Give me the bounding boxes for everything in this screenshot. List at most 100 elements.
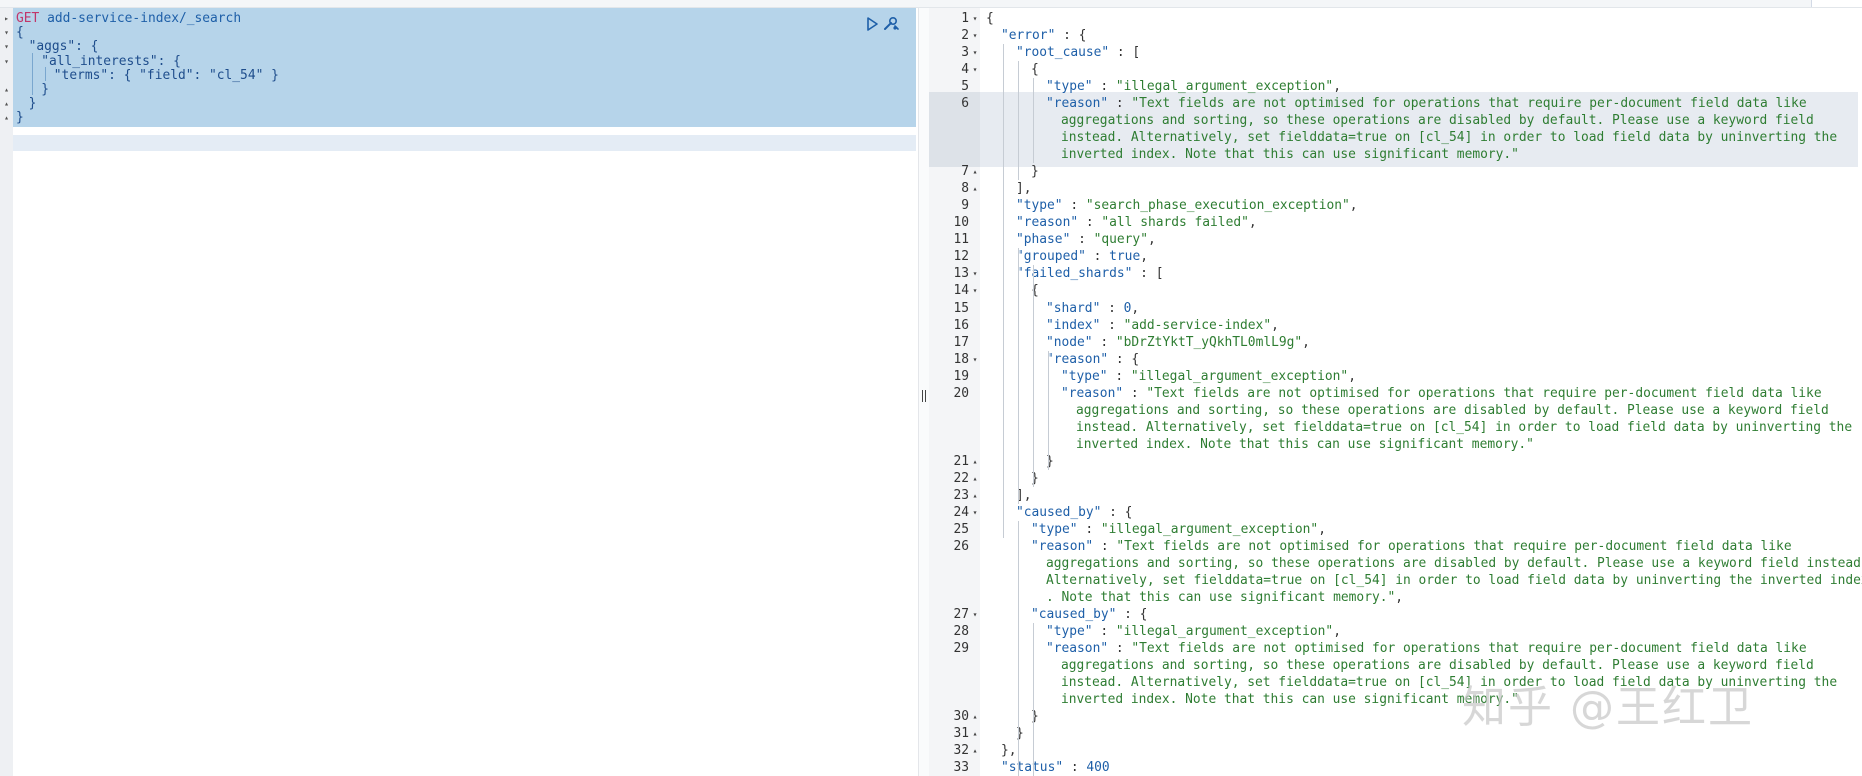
line-number: 9 xyxy=(961,198,969,214)
token-str: "Text fields are not optimised for opera… xyxy=(1131,96,1807,112)
fold-toggle-icon[interactable]: ▾ xyxy=(4,28,9,38)
response-line: "caused_by" : { xyxy=(1031,606,1147,623)
token-str: instead. Alternatively, set fielddata=tr… xyxy=(1061,130,1838,146)
token-str: "add-service-index" xyxy=(1123,317,1272,333)
fold-toggle-icon[interactable]: ▾ xyxy=(972,286,978,296)
token-pun: , xyxy=(1140,249,1148,265)
token-str: "Text fields are not optimised for opera… xyxy=(1116,538,1792,554)
token-pun: , xyxy=(1147,232,1156,248)
request-cursor-line xyxy=(13,135,916,151)
token-pun: : xyxy=(1100,317,1124,333)
response-line: "type" : "illegal_argument_exception", xyxy=(1061,368,1356,385)
token-pun: : xyxy=(1092,624,1116,640)
token-str: inverted index. Note that this can use s… xyxy=(1076,436,1534,452)
fold-toggle-icon[interactable]: ▾ xyxy=(972,31,978,41)
response-line: "reason" : "Text fields are not optimise… xyxy=(1046,640,1807,657)
line-number: 15 xyxy=(953,300,969,316)
indent-guide xyxy=(1003,44,1004,538)
line-number: 33 xyxy=(953,760,969,776)
token-str: instead. Alternatively, set fielddata=tr… xyxy=(1061,675,1838,691)
indent-guide xyxy=(1033,78,1034,164)
play-icon[interactable] xyxy=(864,16,880,32)
line-number: 21 xyxy=(953,453,969,469)
fold-toggle-icon[interactable]: ▴ xyxy=(972,167,978,177)
line-number: 11 xyxy=(953,232,969,248)
request-line-text: "aggs": { xyxy=(28,39,99,55)
watermark: 知乎 @王红卫 xyxy=(1462,682,1754,733)
request-line[interactable]: ▴} xyxy=(0,95,918,112)
request-editor[interactable]: ▸GET add-service-index/_search▾{▾"aggs":… xyxy=(0,8,918,776)
token-pun: ], xyxy=(1016,487,1032,503)
fold-toggle-icon[interactable]: ▴ xyxy=(4,113,9,123)
fold-toggle-icon[interactable]: ▾ xyxy=(972,14,978,23)
fold-toggle-icon[interactable]: ▾ xyxy=(972,610,978,620)
token-pun: : xyxy=(1092,79,1116,95)
request-line[interactable]: ▴} xyxy=(0,81,918,98)
token-pun: , xyxy=(1318,521,1326,537)
token-key: "failed_shards" xyxy=(1016,266,1133,282)
fold-toggle-icon[interactable]: ▴ xyxy=(972,746,978,756)
token-key: "grouped" xyxy=(1016,249,1086,265)
indent-guide xyxy=(45,66,46,81)
token-key: "caused_by" xyxy=(1031,607,1117,623)
response-line: { xyxy=(986,10,994,27)
token-pun: , xyxy=(1333,79,1341,95)
request-line[interactable]: ▴} xyxy=(0,109,918,126)
fold-toggle-icon[interactable]: ▾ xyxy=(972,269,978,279)
indent-guide xyxy=(32,52,33,96)
response-line: "reason" : "Text fields are not optimise… xyxy=(1046,95,1807,112)
request-selection xyxy=(13,8,916,127)
line-number: 32 xyxy=(953,743,969,759)
response-line: "reason" : "all shards failed", xyxy=(1016,214,1257,231)
fold-toggle-icon[interactable]: ▴ xyxy=(972,456,978,466)
response-line: "status" : 400 xyxy=(1001,759,1110,776)
response-line: }, xyxy=(1001,742,1017,759)
token-key: "reason" xyxy=(1046,641,1109,657)
indent-guide xyxy=(1033,265,1034,487)
request-line[interactable]: "terms": { "field": "cl_54" } xyxy=(0,67,918,84)
fold-toggle-icon[interactable]: ▸ xyxy=(4,14,9,23)
resizer-grip-icon[interactable] xyxy=(922,390,926,402)
fold-toggle-icon[interactable]: ▴ xyxy=(972,473,978,483)
fold-toggle-icon[interactable]: ▴ xyxy=(972,729,978,739)
request-line[interactable]: ▸GET add-service-index/_search xyxy=(0,10,918,27)
response-line: "root_cause" : [ xyxy=(1016,44,1140,61)
token-str: aggregations and sorting, so these opera… xyxy=(1061,113,1814,129)
request-line-text: "terms": { "field": "cl_54" } xyxy=(53,67,279,83)
token-str: "bDrZtYktT_yQkhTL0mlL9g" xyxy=(1115,334,1303,350)
response-line: inverted index. Note that this can use s… xyxy=(1061,691,1519,708)
wrench-icon[interactable] xyxy=(882,16,900,32)
fold-toggle-icon[interactable]: ▴ xyxy=(972,712,978,722)
token-str: . Note that this can use significant mem… xyxy=(1046,590,1396,606)
line-number: 6 xyxy=(961,96,969,112)
response-line: } xyxy=(1031,708,1039,725)
fold-toggle-icon[interactable]: ▴ xyxy=(972,184,978,194)
request-line[interactable]: ▾{ xyxy=(0,24,918,41)
line-number: 10 xyxy=(953,215,969,231)
token-str: inverted index. Note that this can use s… xyxy=(1061,692,1519,708)
token-str: "all shards failed" xyxy=(1101,215,1249,231)
request-line[interactable]: ▾ "aggs": { xyxy=(0,38,918,55)
token-pun: : xyxy=(1107,368,1131,384)
token-pun: : xyxy=(1100,300,1124,316)
line-number: 17 xyxy=(953,334,969,350)
token-pun: : { xyxy=(1101,504,1133,520)
response-line: aggregations and sorting, so these opera… xyxy=(1061,112,1814,129)
fold-toggle-icon[interactable]: ▴ xyxy=(4,99,9,109)
request-line[interactable]: ▾"all_interests": { xyxy=(0,53,918,70)
response-viewer[interactable]: 1▾{2▾"error" : {3▾"root_cause" : [4▾{5"t… xyxy=(929,8,1862,776)
token-str: "search_phase_execution_exception" xyxy=(1085,198,1350,214)
fold-toggle-icon[interactable]: ▾ xyxy=(972,65,978,75)
token-pun: : xyxy=(1077,521,1101,537)
fold-toggle-icon[interactable]: ▾ xyxy=(972,48,978,58)
fold-toggle-icon[interactable]: ▾ xyxy=(4,42,9,52)
fold-toggle-icon[interactable]: ▴ xyxy=(4,85,9,94)
fold-toggle-icon[interactable]: ▾ xyxy=(4,56,9,66)
window-top-strip xyxy=(0,0,1862,8)
token-str: "illegal_argument_exception" xyxy=(1115,624,1334,640)
line-number: 18 xyxy=(953,351,969,367)
fold-toggle-icon[interactable]: ▴ xyxy=(972,490,978,500)
fold-toggle-icon[interactable]: ▾ xyxy=(972,354,978,364)
fold-toggle-icon[interactable]: ▾ xyxy=(972,507,978,517)
line-number: 5 xyxy=(961,79,969,95)
